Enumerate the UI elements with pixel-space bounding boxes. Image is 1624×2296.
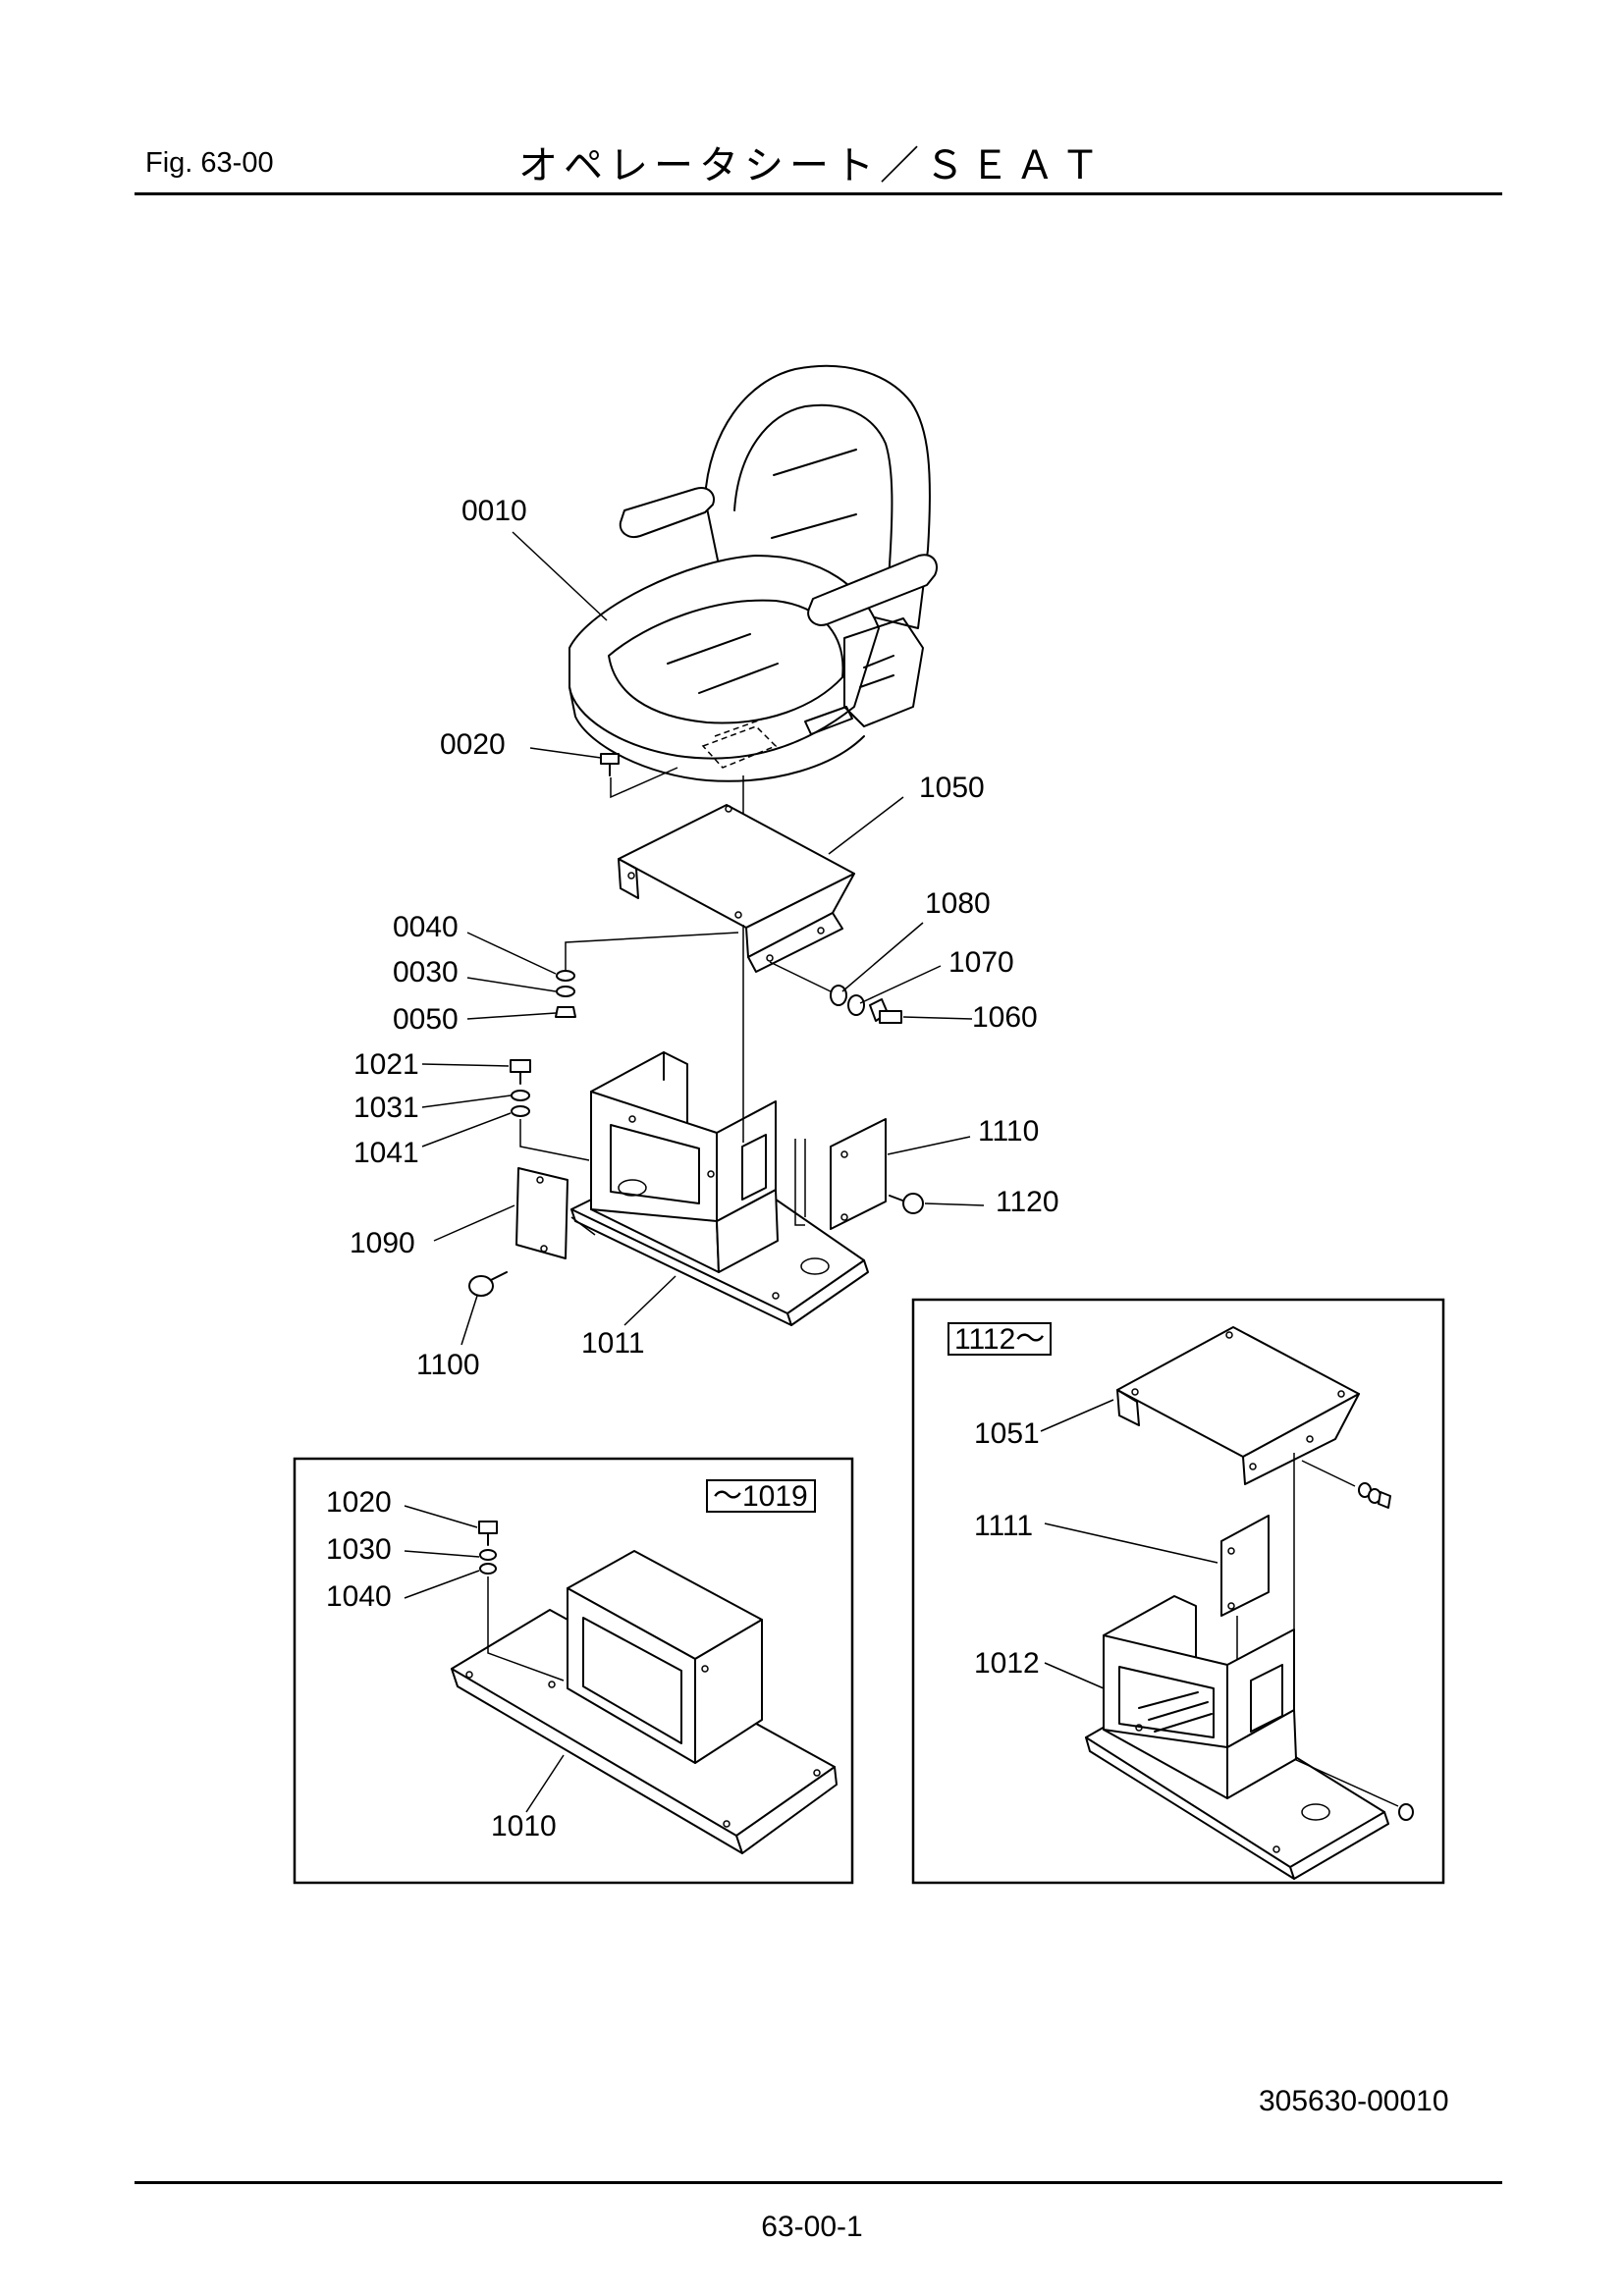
part-label-1040: 1040 [326,1580,392,1613]
part-label-1030: 1030 [326,1533,392,1566]
cover-plate-1110-drawing [830,1118,887,1230]
seat-bracket-1050-drawing [618,804,855,973]
part-label-1100: 1100 [416,1349,480,1381]
footer-rule [135,2181,1502,2184]
part-label-0020: 0020 [440,728,506,761]
serial-tag-left: ～1019 [713,1480,808,1513]
part-label-1031: 1031 [353,1092,419,1124]
inset-right-bolt-1012 [1398,1803,1414,1821]
part-label-1011: 1011 [581,1327,645,1360]
drawing-number: 305630-00010 [1259,2085,1449,2117]
washer-nut-stack-0030-0040-0050 [555,970,576,1018]
bolt-1100-drawing [468,1271,508,1297]
seat-base-1011-drawing [570,1051,869,1326]
part-label-0040: 0040 [393,911,459,943]
part-label-1060: 1060 [972,1001,1038,1034]
part-label-0010: 0010 [461,495,527,527]
serial-tag-right: 1112～ [954,1323,1045,1356]
part-label-1070: 1070 [948,946,1014,979]
bolt-1120-drawing [889,1193,924,1214]
part-label-0030: 0030 [393,956,459,988]
part-label-1012: 1012 [974,1647,1040,1680]
header-rule [135,192,1502,195]
part-label-1020: 1020 [326,1486,392,1519]
bolt-0020-drawing [600,753,620,776]
inset-left-bolt-stack [478,1521,498,1575]
part-label-1120: 1120 [996,1186,1059,1218]
part-label-1021: 1021 [353,1048,419,1081]
bolt-washer-stack-1021-1031-1041 [510,1059,531,1117]
part-label-1110: 1110 [978,1115,1039,1148]
serial-tag-box-right [947,1322,1052,1356]
part-label-1041: 1041 [353,1137,419,1169]
leader-0010 [512,531,608,621]
inset-left-base-drawing [451,1550,838,1854]
page-title: オペレータシート／ＳＥＡＴ [518,143,1106,188]
inset-right-plate-1111 [1220,1515,1270,1617]
page-number: 63-00-1 [761,2211,863,2243]
part-label-1090: 1090 [350,1227,415,1259]
figure-number: Fig. 63-00 [145,147,274,179]
part-label-0050: 0050 [393,1003,459,1036]
part-label-1051: 1051 [974,1417,1040,1450]
cover-plate-1090-drawing [515,1167,568,1259]
inset-right-bracket-drawing [1116,1326,1360,1485]
hardware-1060-1070-1080 [830,985,902,1024]
seat-assembly-drawing [568,364,938,782]
part-label-1111: 1111 [974,1510,1033,1542]
inset-frame-right [911,1298,1445,1885]
inset-right-side-hardware [1301,1460,1391,1509]
serial-tag-box-left [706,1479,816,1513]
part-label-1050: 1050 [919,772,985,804]
inset-frame-left [293,1457,854,1885]
inset-right-base-1012 [1085,1595,1389,1880]
part-label-1080: 1080 [925,887,991,920]
part-label-1010: 1010 [491,1810,557,1842]
